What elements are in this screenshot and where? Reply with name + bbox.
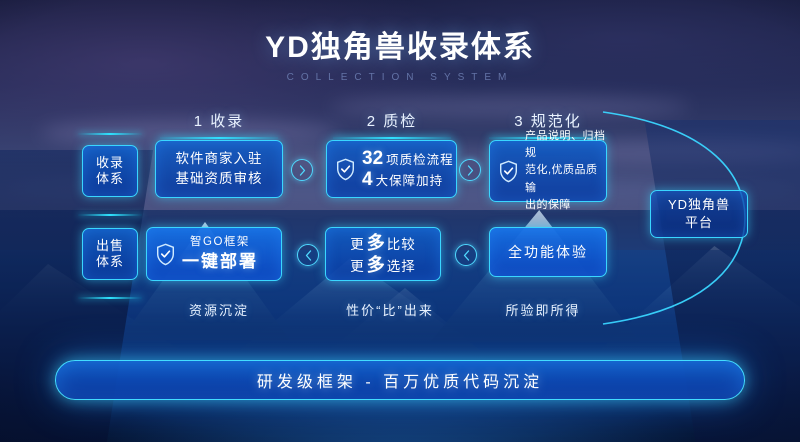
card-line3: 出的保障	[525, 198, 571, 211]
column-header-2: 2 质检	[327, 110, 457, 139]
zhigo-text-group: 智GO框架 一键部署	[182, 236, 258, 272]
card-line2: 基础资质审核	[175, 171, 263, 186]
more-emphasis-2: 多	[366, 255, 385, 275]
shield-check-icon	[499, 160, 518, 182]
kpi-row-1: 32 项质检流程	[362, 148, 454, 169]
arrow-right-icon	[291, 159, 313, 181]
chevron-right-icon	[299, 164, 305, 176]
kpi-text-2: 大保障加持	[375, 174, 444, 188]
card-subtitle: 智GO框架	[190, 235, 250, 248]
shield-check-icon	[156, 243, 175, 265]
kpi-text-1: 项质检流程	[386, 152, 454, 167]
row-label-collection: 收录 体系	[82, 145, 138, 197]
divider-line	[78, 297, 142, 299]
column-header-1: 1 收录	[154, 110, 284, 139]
chevron-right-icon	[467, 164, 473, 176]
page-subtitle: COLLECTION SYSTEM	[286, 72, 514, 83]
bottom-banner-label: 研发级框架 - 百万优质代码沉淀	[256, 374, 544, 391]
platform-line1: YD独角兽	[667, 197, 731, 213]
row-label-line1: 收录	[95, 154, 124, 170]
more-text-group: 更 多 比较 更 多 选择	[350, 232, 416, 277]
column-header-label: 1 收录	[193, 113, 245, 130]
card-merchant-onboarding[interactable]: 软件商家入驻 基础资质审核	[155, 140, 283, 198]
card-line1: 产品说明、归档规	[525, 130, 606, 160]
kpi-number-1: 32	[362, 147, 384, 169]
more-emphasis-1: 多	[366, 232, 385, 253]
title-block: YD独角兽收录体系 COLLECTION SYSTEM	[0, 22, 800, 83]
card-line2: 范化,优质品质输	[525, 164, 598, 194]
row-label-line1: 出售	[95, 237, 124, 253]
card-label: 全功能体验	[508, 244, 588, 260]
chevron-left-icon	[463, 249, 469, 261]
card-more-choices[interactable]: 更 多 比较 更 多 选择	[325, 227, 441, 281]
row-label-line2: 体系	[95, 171, 124, 186]
card-title: 一键部署	[182, 251, 258, 271]
arrow-left-icon	[455, 244, 477, 266]
card-full-feature-experience[interactable]: 全功能体验	[489, 227, 607, 277]
row-label-sales: 出售 体系	[82, 228, 138, 280]
column-header-label: 2 质检	[366, 113, 418, 130]
card-description: 产品说明、归档规 范化,优质品质输 出的保障	[525, 128, 606, 213]
arrow-right-icon	[459, 159, 481, 181]
more-row-2: 更 多 选择	[350, 254, 416, 277]
column-underline	[333, 137, 451, 139]
platform-line2: 平台	[684, 215, 713, 230]
page-title: YD独角兽收录体系	[265, 31, 535, 64]
card-line1: 软件商家入驻	[175, 151, 263, 167]
kpi-number-2: 4	[362, 169, 373, 190]
card-quality-inspection[interactable]: 32 项质检流程 4 大保障加持	[326, 140, 457, 198]
card-standardization[interactable]: 产品说明、归档规 范化,优质品质输 出的保障	[489, 130, 607, 211]
divider-line	[78, 133, 142, 135]
card-zhigo-framework[interactable]: 智GO框架 一键部署	[146, 227, 282, 281]
shield-check-icon	[336, 158, 355, 180]
bottom-banner[interactable]: 研发级框架 - 百万优质代码沉淀	[55, 360, 745, 400]
kpi-row-2: 4 大保障加持	[362, 169, 454, 190]
caption-1: 资源沉淀	[188, 303, 249, 318]
more-prefix-1: 更	[350, 236, 365, 252]
caption-3: 所验即所得	[505, 303, 581, 318]
more-suffix-1: 比较	[386, 236, 416, 252]
row-label-line2: 体系	[95, 254, 124, 269]
more-prefix-2: 更	[350, 259, 365, 274]
caption-2: 性价“比”出来	[346, 303, 434, 318]
arrow-left-icon	[297, 244, 319, 266]
chevron-left-icon	[305, 249, 311, 261]
more-row-1: 更 多 比较	[350, 232, 416, 255]
card-yd-platform[interactable]: YD独角兽 平台	[650, 190, 748, 238]
column-underline	[160, 137, 278, 139]
divider-line	[78, 214, 142, 216]
more-suffix-2: 选择	[386, 259, 416, 274]
kpi-group: 32 项质检流程 4 大保障加持	[362, 148, 454, 191]
